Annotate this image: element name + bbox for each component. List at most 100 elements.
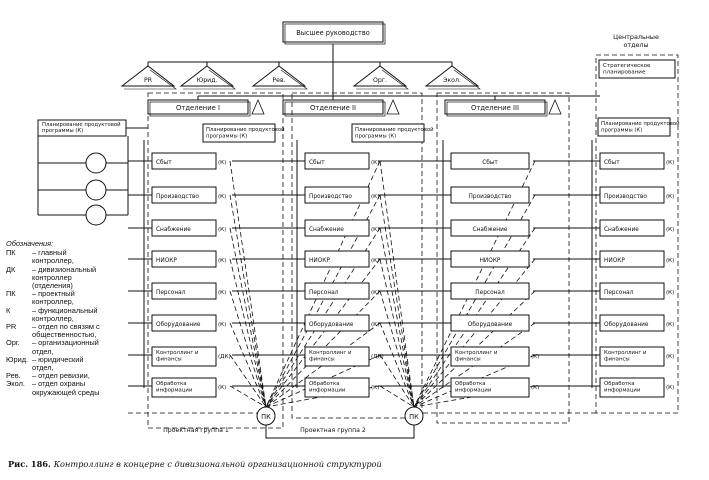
legend-item: Экол.– отдел охраны окружающей среды <box>6 379 106 397</box>
legend-text: – отдел охраны окружающей среды <box>32 379 100 397</box>
mark-col3-7: (К) <box>531 385 539 391</box>
mark-col4-5: (К) <box>666 322 674 328</box>
strategic-planning-box <box>598 59 676 79</box>
function-box-col2-4 <box>304 282 370 300</box>
function-label-col3-4: Персонал <box>475 290 505 296</box>
central-title: Центральные <box>613 33 659 41</box>
function-box-col3-6 <box>450 346 530 367</box>
division-frame-3 <box>436 92 570 424</box>
function-label-col2-0: Сбыт <box>309 160 325 166</box>
legend-abbr: Юрид. <box>6 354 29 364</box>
function-box-col4-5 <box>599 314 665 332</box>
legend-text: – отдел ревизии, <box>32 371 90 381</box>
legend-abbr: PR <box>6 322 17 332</box>
function-box-col3-4 <box>450 282 530 300</box>
staff-triangle <box>179 65 235 87</box>
function-label-col2-2: Снабжение <box>309 227 344 233</box>
mark-col2-0: (К) <box>371 160 379 166</box>
function-box-col2-7 <box>304 377 370 398</box>
top-management-label: Высшее руководство <box>296 29 370 37</box>
legend-item: ПК – проектный контроллер, <box>6 289 106 307</box>
central-column-frame <box>595 54 679 414</box>
function-box-col3-7 <box>450 377 530 398</box>
function-box-col2-6 <box>304 346 370 367</box>
mark-col1-1: (К) <box>218 194 226 200</box>
function-label-col3-2: Снабжение <box>473 227 508 233</box>
staff-circle-0 <box>85 152 107 174</box>
function-box-col4-3 <box>599 250 665 268</box>
staff-triangle <box>424 65 480 87</box>
function-box-col4-0 <box>599 152 665 170</box>
function-label-col4-3: НИОКР <box>604 258 625 264</box>
function-label-col2-3: НИОКР <box>309 258 330 264</box>
legend-item: Орг. – организационный отдел, <box>6 338 106 356</box>
function-label-col1-4: Персонал <box>156 290 186 296</box>
mark-col3-6: (К) <box>531 354 539 360</box>
legend-text: – дивизиональный контроллер (отделения) <box>32 264 97 291</box>
function-box-col1-2 <box>151 219 217 237</box>
function-box-col3-1 <box>450 186 530 204</box>
function-box-col1-0 <box>151 152 217 170</box>
project-group-1: Проектная группа 1 <box>163 427 229 434</box>
legend-title: Обозначения: <box>6 239 54 248</box>
function-box-col3-2 <box>450 219 530 237</box>
staff-triangle <box>120 65 176 87</box>
function-box-col1-1 <box>151 186 217 204</box>
function-box-col2-2 <box>304 219 370 237</box>
mark-col2-6: (ДК) <box>371 354 384 360</box>
function-box-col4-7 <box>599 377 665 398</box>
pk-circle-1 <box>256 406 276 426</box>
mark-col4-1: (К) <box>666 194 674 200</box>
function-box-col1-7 <box>151 377 217 398</box>
central-title-2: отделы <box>623 41 648 49</box>
legend-abbr: К <box>6 305 11 315</box>
mark-col1-3: (К) <box>218 258 226 264</box>
function-label-col1-2: Снабжение <box>156 227 191 233</box>
staff-label-2: Рев. <box>272 77 285 84</box>
mark-col1-2: (К) <box>218 227 226 233</box>
planning-left-box <box>37 119 127 137</box>
function-box-col4-2 <box>599 219 665 237</box>
staff-triangle <box>251 65 307 87</box>
function-box-col2-0 <box>304 152 370 170</box>
mark-col4-6: (К) <box>666 354 674 360</box>
legend-abbr: ПК <box>6 289 16 299</box>
function-label-col2-1: Производство <box>309 194 352 200</box>
legend-text: – главный контроллер, <box>32 248 74 266</box>
mark-col4-0: (К) <box>666 160 674 166</box>
legend-abbr: ДК <box>6 264 16 274</box>
legend-text: – организационный отдел, <box>32 338 99 356</box>
function-label-col3-0: Сбыт <box>482 160 498 166</box>
legend-text: – отдел по связям с общественностью, <box>32 322 100 340</box>
function-label-col4-0: Сбыт <box>604 160 620 166</box>
function-label-col2-4: Персонал <box>309 290 339 296</box>
pk-label-2: ПК <box>409 413 419 421</box>
division-label-3: Отделение III <box>471 104 519 112</box>
legend-text: – проектный контроллер, <box>32 289 75 307</box>
legend-item: PR – отдел по связям с общественностью, <box>6 322 106 340</box>
legend-item: Рев. – отдел ревизии, <box>6 372 106 380</box>
mark-col4-7: (К) <box>666 385 674 391</box>
top-management-box <box>282 21 384 43</box>
staff-label-4: Экол. <box>443 77 461 84</box>
staff-label-1: Юрид. <box>197 77 218 84</box>
mark-col2-2: (К) <box>371 227 379 233</box>
planning-box-3 <box>597 117 671 137</box>
mark-col2-7: (К) <box>371 385 379 391</box>
mark-col1-4: (К) <box>218 290 226 296</box>
function-box-col2-5 <box>304 314 370 332</box>
legend-abbr: Рев. <box>6 371 21 381</box>
function-box-col4-6 <box>599 346 665 367</box>
legend-abbr: Орг. <box>6 338 20 348</box>
function-box-col4-4 <box>599 282 665 300</box>
division-label-1: Отделение I <box>176 104 220 112</box>
function-box-col3-3 <box>450 250 530 268</box>
